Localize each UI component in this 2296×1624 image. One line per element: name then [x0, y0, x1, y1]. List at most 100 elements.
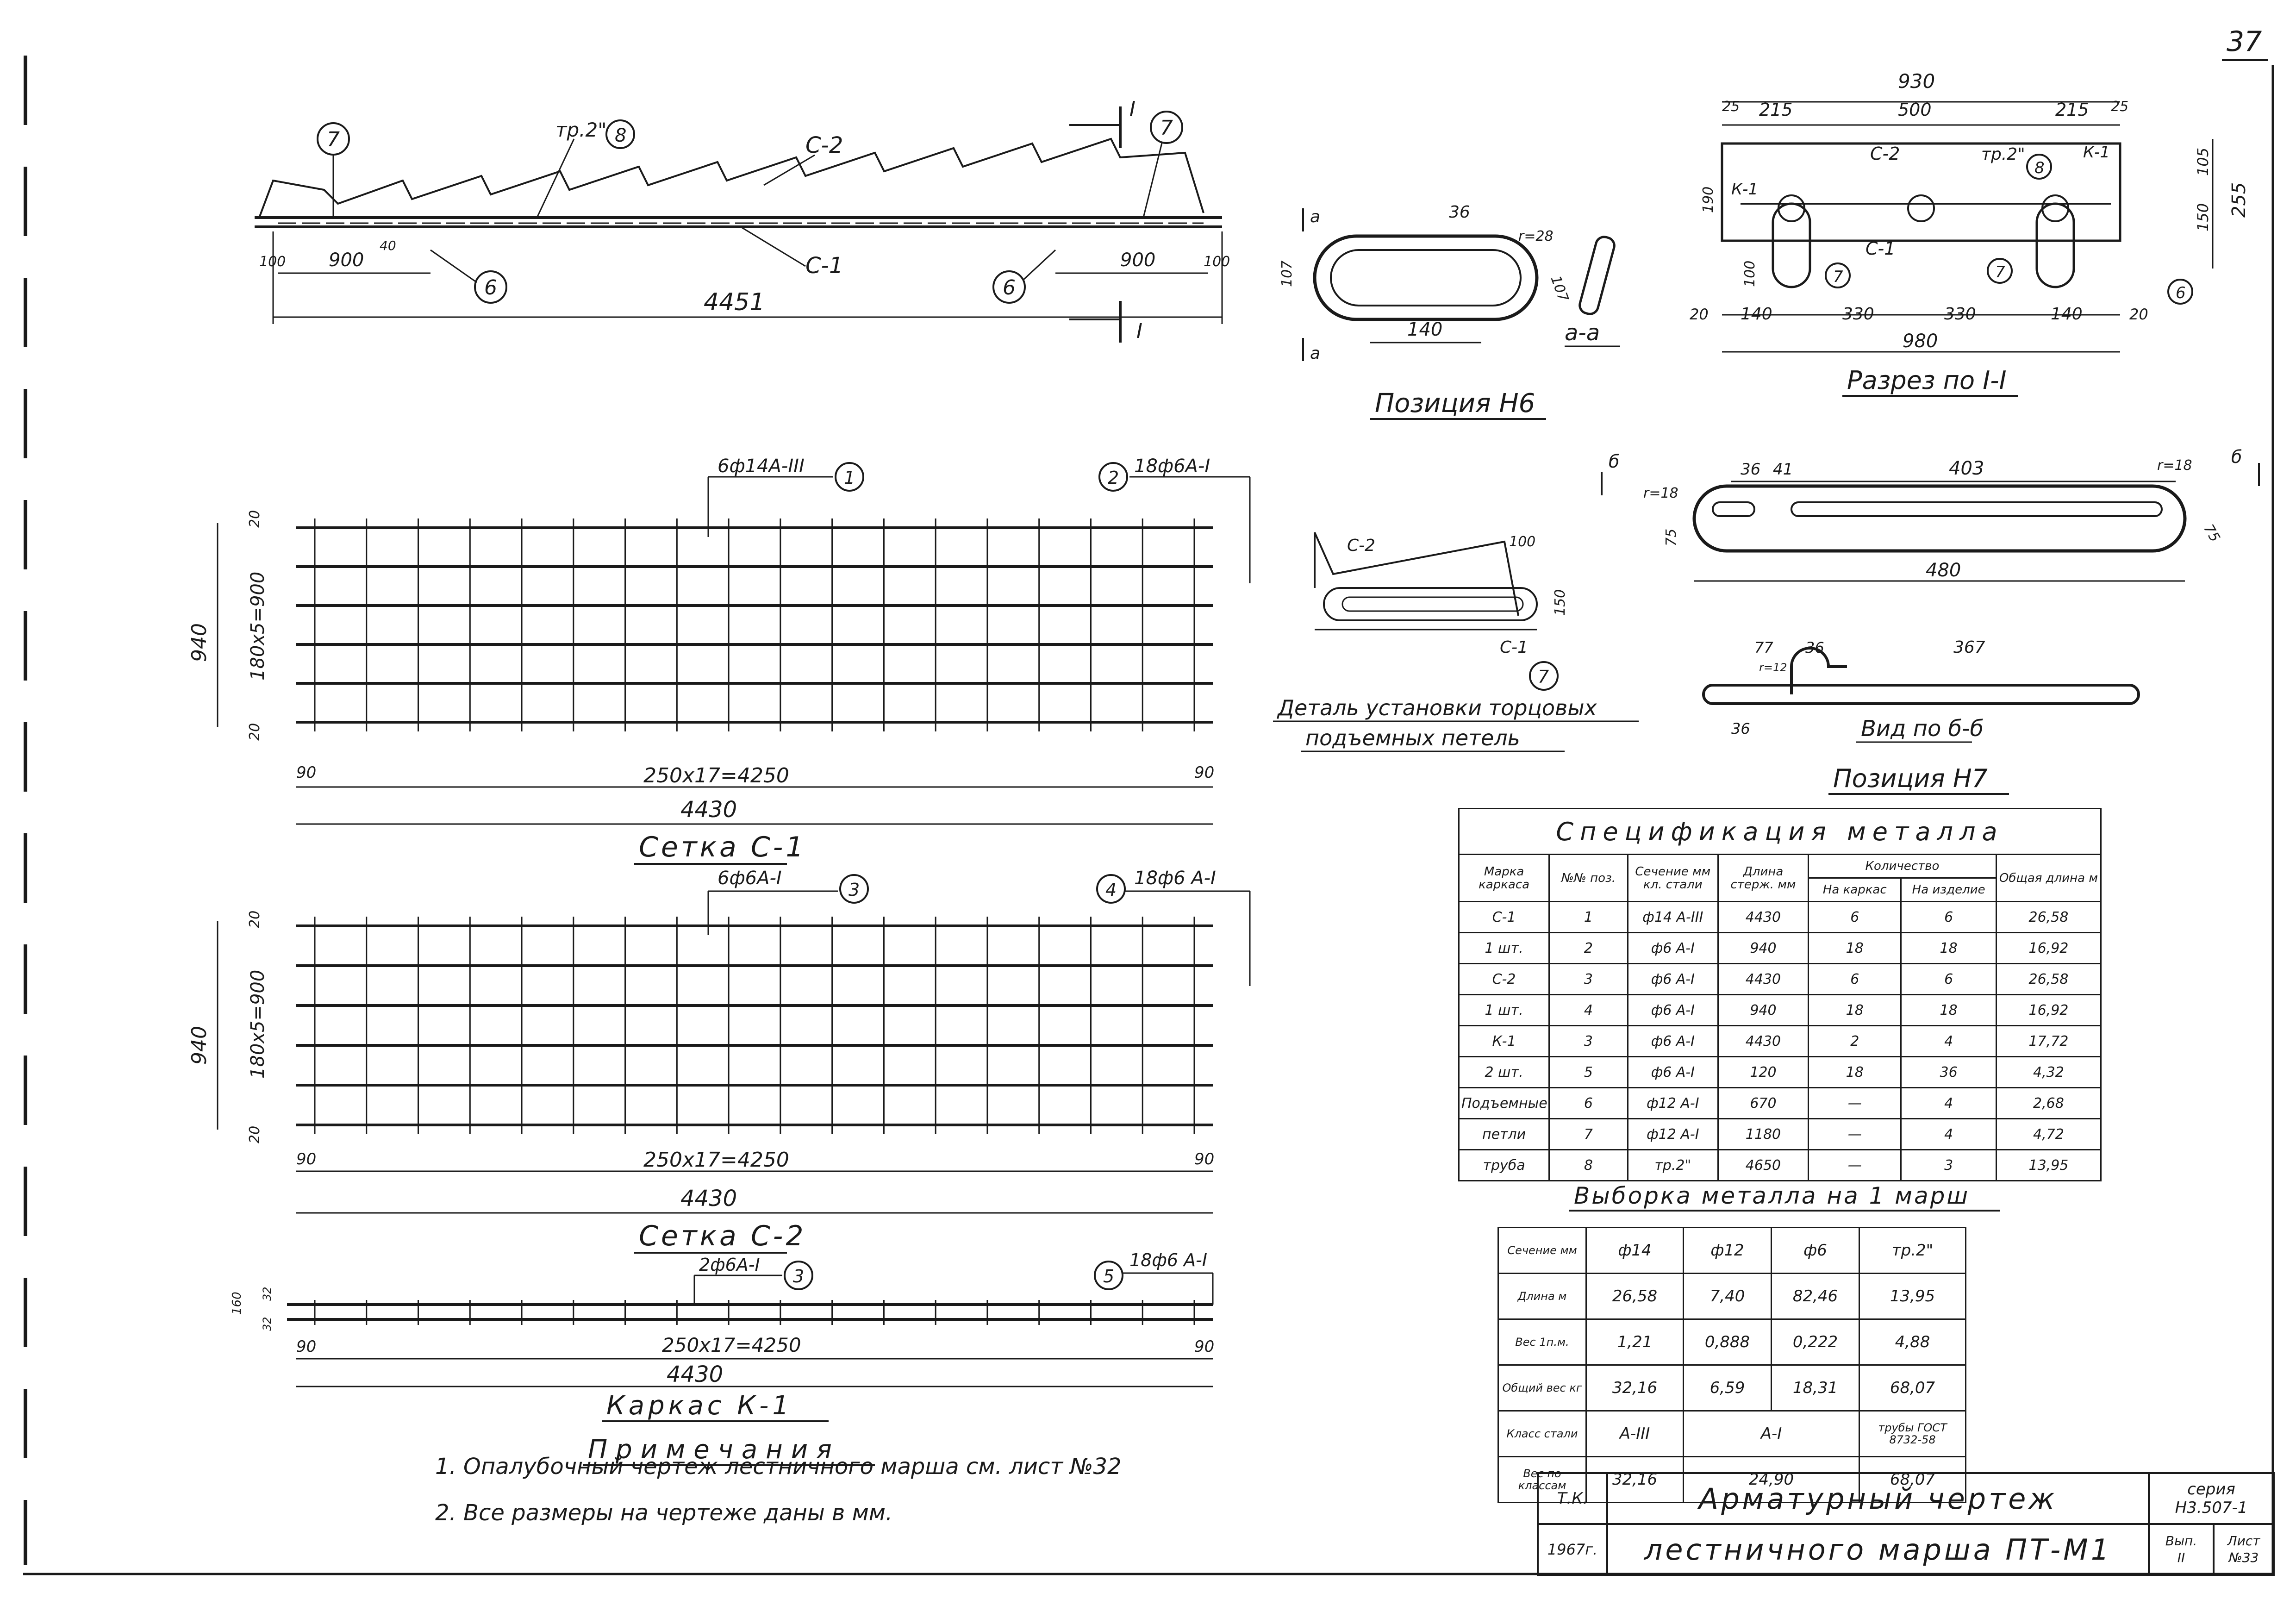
spec-cell: 1 шт.: [1458, 994, 1550, 1026]
mesh-c2-grid: [296, 917, 1213, 1134]
spec-hdr-qty-item: На изделие: [1900, 877, 1997, 902]
sec-k1-left: К-1: [1731, 180, 1758, 199]
detail-title-line1: Деталь установки торцовых: [1277, 695, 1597, 720]
spec-cell: 4: [1548, 994, 1628, 1026]
sec-dim-100: 100: [1742, 261, 1758, 287]
sel-class-a1: А-I: [1683, 1410, 1860, 1457]
spec-cell: 6: [1900, 901, 1997, 933]
spec-cell: 1 шт.: [1458, 932, 1550, 964]
pos6-r28: r=28: [1518, 228, 1554, 244]
sec-dim-930: 930: [1898, 70, 1935, 93]
detail-c2: С-2: [1347, 536, 1375, 555]
sel-cell: 0,222: [1771, 1318, 1860, 1366]
spec-cell: 6: [1808, 901, 1902, 933]
sel-class-a3: А-III: [1585, 1410, 1684, 1457]
sec-pos7-right-circle: [1987, 258, 2013, 284]
sel-hdr-0: Сечение мм: [1497, 1227, 1587, 1274]
sel-cell: 0,888: [1683, 1318, 1772, 1366]
c1-pos1-circle: [835, 462, 864, 492]
pos6-dim-107b: 107: [1547, 274, 1571, 304]
spec-cell: 6: [1808, 963, 1902, 995]
detail-dim-150: 150: [1552, 589, 1568, 616]
c2-dim-20b: 20: [247, 1126, 263, 1143]
tb-issue: Вып.II: [2148, 1523, 2215, 1576]
c2-dim-height: 940: [187, 1026, 211, 1065]
sel-hdr-1: ф14: [1585, 1227, 1684, 1274]
c1-dim-90a: 90: [296, 763, 316, 782]
c2-dim-inner: 180x5=900: [247, 970, 268, 1079]
pos6-a-top: a: [1310, 207, 1320, 226]
detail-view: С-2 С-1 100 150 7 Деталь установки торцо…: [1273, 532, 1639, 752]
side-dim-end-right: 100: [1204, 254, 1230, 270]
tb-sheet-label: Лист: [2227, 1533, 2260, 1549]
side-view: С-2 С-1 тр.2" 8 7 7 6 6 900 100 40 900 1…: [255, 97, 1230, 343]
sec-dim-20a: 20: [1690, 306, 1709, 323]
k1-dim-90a: 90: [296, 1337, 316, 1356]
notes: 1. Опалубочный чертеж лестничного марша …: [435, 1454, 1122, 1546]
spec-cell: 6: [1548, 1087, 1628, 1119]
spec-cell: 18: [1808, 1056, 1902, 1088]
side-dim-right: 900: [1120, 250, 1155, 271]
tb-sheet-value: №33: [2228, 1550, 2259, 1565]
section-view: 930 25 215 500 215 25 К-1 К-1 С-2 С-1 тр…: [1690, 70, 2250, 397]
sec-k1-right: К-1: [2083, 143, 2110, 162]
sel-cell: 13,95: [1859, 1273, 1966, 1320]
spec-cell: 4650: [1717, 1149, 1809, 1181]
k1-dim-90b: 90: [1194, 1337, 1214, 1356]
note-2: 2. Все размеры на чертеже даны в мм.: [435, 1500, 893, 1526]
n7-b-right: б: [2231, 447, 2242, 467]
n7-dim-36c: 36: [1731, 720, 1750, 737]
position6-view: 36 r=28 140 107 107 a a а-а Позиция Н6: [1279, 203, 1620, 420]
n7-dim-75a: 75: [1663, 529, 1679, 546]
sec-pos7-left: 7: [1833, 268, 1843, 286]
c1-pos2-circle: [1098, 462, 1128, 492]
k1-dim-32a: 32: [261, 1287, 274, 1301]
side-dim-small: 40: [380, 238, 396, 253]
n7-dim-41: 41: [1773, 460, 1793, 479]
tb-issue-value: II: [2177, 1550, 2185, 1565]
detail-c1: С-1: [1500, 638, 1528, 657]
c1-dim-height: 940: [187, 623, 211, 662]
section-loop-left-eye: [1778, 194, 1805, 222]
side-c2-label: С-2: [805, 132, 843, 158]
sel-row: Общий вес кг 32,16 6,59 18,31 68,07: [1497, 1364, 1966, 1412]
c2-leader: [763, 154, 815, 186]
tb-year: 1967г.: [1537, 1523, 1608, 1576]
spec-cell: 4430: [1717, 901, 1809, 933]
n7-dim-36: 36: [1741, 460, 1760, 479]
sec-pos7-right: 7: [1995, 263, 2005, 281]
n7-r18b: r=18: [2157, 457, 2192, 474]
spec-cell: 4,72: [1995, 1118, 2102, 1150]
c1-dim-20a: 20: [247, 510, 263, 528]
sec-dim-190: 190: [1700, 187, 1716, 213]
spec-cell: ф12 А-I: [1627, 1118, 1719, 1150]
sel-row: Длина м 26,58 7,40 82,46 13,95: [1497, 1273, 1966, 1320]
sel-cell: 6,59: [1683, 1364, 1772, 1412]
pos6-dim-36: 36: [1449, 203, 1470, 222]
spec-cell: —: [1808, 1087, 1902, 1119]
spec-cell: 18: [1900, 994, 1997, 1026]
sel-hdr-4: тр.2": [1859, 1227, 1966, 1274]
c2-pos3: 3: [849, 880, 860, 900]
sel-cell: 7,40: [1683, 1273, 1772, 1320]
spec-hdr-marka: Марка каркаса: [1458, 854, 1550, 902]
sec-pipe: тр.2": [1981, 145, 2025, 164]
side-c1-label: С-1: [805, 253, 843, 279]
spec-cell: 13,95: [1995, 1149, 2102, 1181]
section-mark-bottom: I: [1136, 319, 1142, 343]
k1-dim-spacing: 250x17=4250: [662, 1334, 801, 1356]
sel-cell: 4,88: [1859, 1318, 1966, 1366]
sec-dim-25b: 25: [2111, 99, 2128, 115]
detail-loop-outer: [1323, 587, 1538, 621]
position7-view: 36 41 403 r=18 r=18 75 75 480 б б 77 36 …: [1601, 447, 2260, 795]
spec-cell: 4,32: [1995, 1056, 2102, 1088]
c1-pos1: 1: [844, 468, 855, 488]
spec-cell: 2: [1548, 932, 1628, 964]
c1-dim-spacing: 250x17=4250: [643, 764, 789, 787]
spec-title: Спецификация металла: [1458, 808, 2102, 855]
detail-pos7: 7: [1538, 667, 1549, 687]
